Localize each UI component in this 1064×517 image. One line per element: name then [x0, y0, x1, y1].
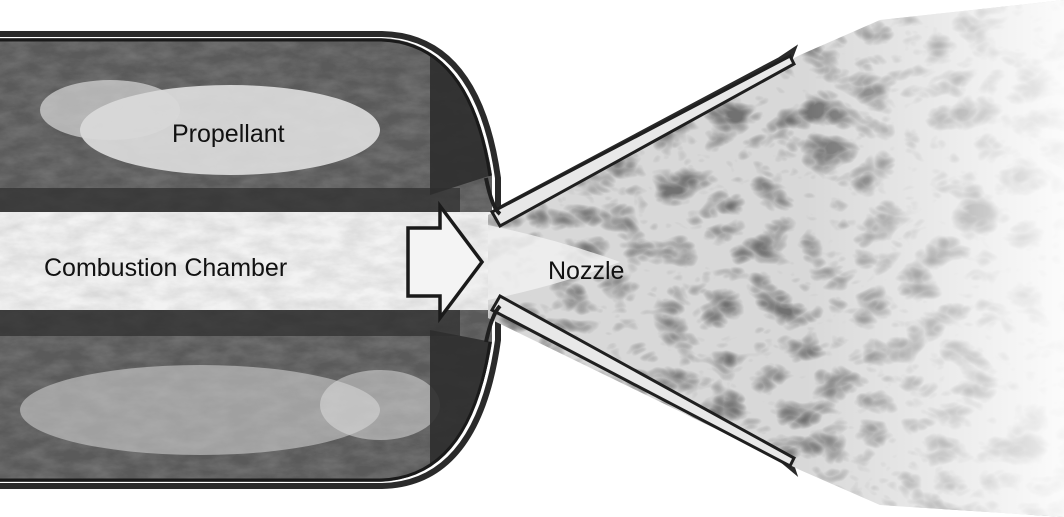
combustion-chamber-label: Combustion Chamber	[44, 256, 287, 281]
nozzle-label: Nozzle	[548, 259, 624, 284]
propellant-label: Propellant	[172, 122, 285, 147]
